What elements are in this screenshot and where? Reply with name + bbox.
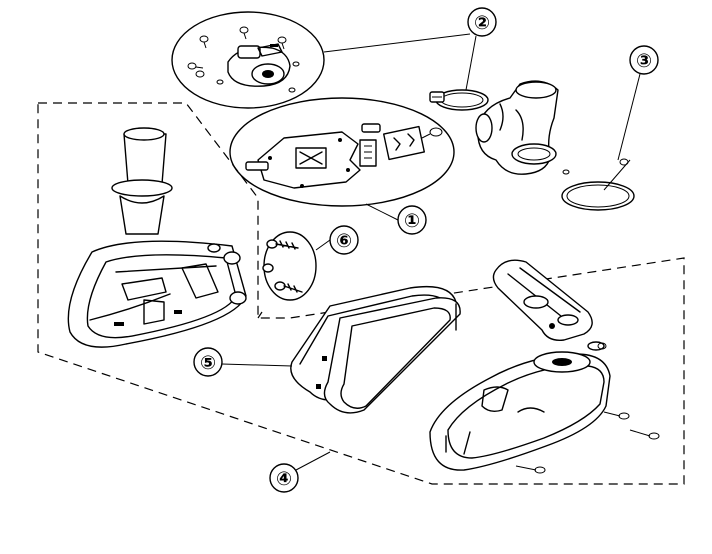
air-box-upper-housing <box>67 127 247 348</box>
hose-clamp <box>429 89 489 111</box>
callout-2: ② <box>465 7 497 91</box>
callout-2-label: ② <box>474 12 490 34</box>
o-ring <box>561 158 635 211</box>
callout-1-label: ① <box>404 210 420 232</box>
intake-elbow <box>475 80 559 175</box>
detail-circle-top <box>171 11 325 109</box>
callout-5-label: ⑤ <box>200 352 216 374</box>
leader-line-2a <box>323 33 471 53</box>
screw-group-6 <box>262 231 317 301</box>
callout-1: ① <box>365 203 427 235</box>
air-filter-element <box>290 285 461 414</box>
detail-circle-gasket <box>229 97 455 207</box>
air-box-lower-case <box>429 259 660 474</box>
assembly-boundary-dashed <box>37 102 685 485</box>
callout-4: ④ <box>269 451 331 493</box>
callout-3: ③ <box>603 45 659 191</box>
callout-5: ⑤ <box>193 347 293 377</box>
callout-6: ⑥ <box>315 225 359 255</box>
callout-3-label: ③ <box>636 50 652 72</box>
callout-4-label: ④ <box>276 468 292 490</box>
callout-6-label: ⑥ <box>336 230 352 252</box>
